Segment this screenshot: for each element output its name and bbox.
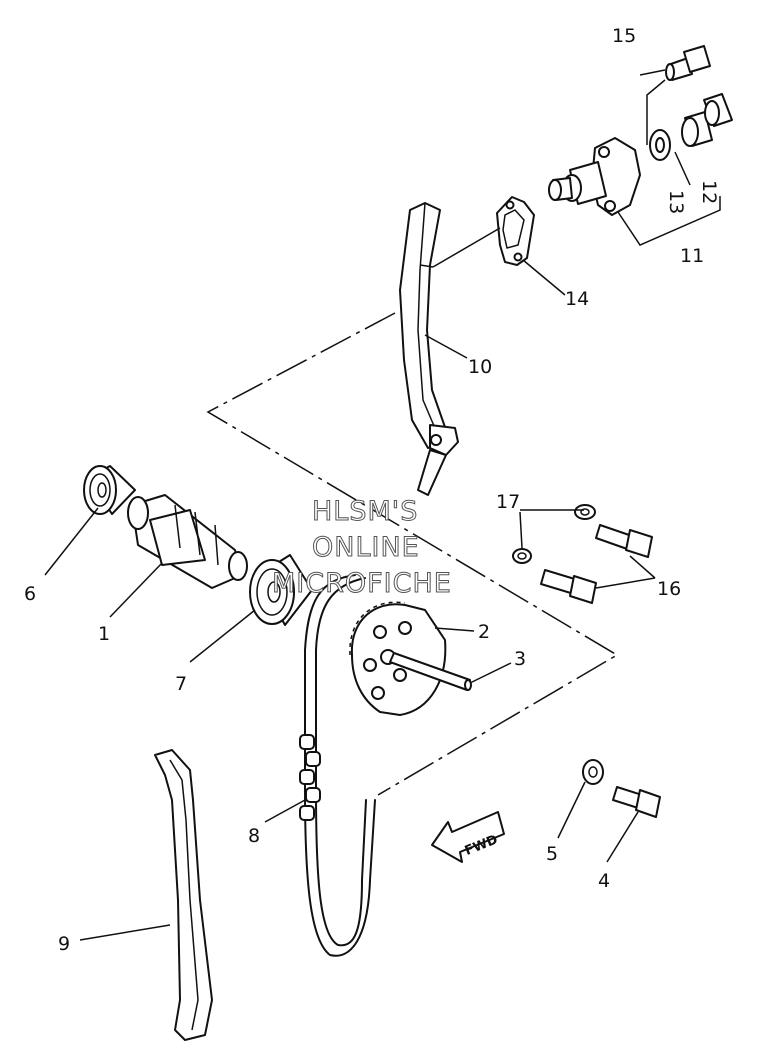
label-part-3: 3 xyxy=(514,648,526,670)
label-part-11: 11 xyxy=(680,245,704,267)
chain-guide-exhaust[interactable] xyxy=(154,749,213,1041)
tensioner-gasket[interactable] xyxy=(496,196,535,266)
tensioner-assembly[interactable] xyxy=(548,137,641,216)
leader-lines xyxy=(44,69,721,941)
watermark-line-2: ONLINE xyxy=(312,532,420,563)
part-labels: 15 12 13 11 14 10 17 16 2 3 6 1 7 8 5 4 … xyxy=(24,25,720,955)
forward-direction-arrow: FWD xyxy=(431,811,505,863)
label-part-16: 16 xyxy=(657,578,681,600)
tensioner-bolt[interactable] xyxy=(665,45,711,81)
tensioner-cap-bolt[interactable] xyxy=(681,93,733,147)
label-part-12: 12 xyxy=(698,180,720,204)
sprocket-washer[interactable] xyxy=(582,759,604,785)
watermark-line-3: MICROFICHE xyxy=(272,568,452,599)
reference-plane-line xyxy=(206,312,619,796)
label-part-8: 8 xyxy=(248,825,260,847)
label-part-14: 14 xyxy=(565,288,589,310)
label-part-5: 5 xyxy=(546,843,558,865)
sprocket-pin[interactable] xyxy=(389,652,472,691)
washers-17[interactable] xyxy=(512,504,596,564)
cam-chain[interactable] xyxy=(299,574,376,957)
sprocket-bolt[interactable] xyxy=(612,786,661,818)
camshaft-bearing-right[interactable] xyxy=(249,554,313,626)
chain-links xyxy=(299,734,321,821)
label-part-13: 13 xyxy=(665,190,687,214)
label-part-15: 15 xyxy=(612,25,636,47)
camshaft[interactable] xyxy=(127,494,248,589)
label-part-1: 1 xyxy=(98,623,110,645)
label-part-6: 6 xyxy=(24,583,36,605)
watermark-line-1: HLSM'S xyxy=(312,496,418,527)
camshaft-bearing-left[interactable] xyxy=(83,465,136,515)
label-part-10: 10 xyxy=(468,356,492,378)
label-part-7: 7 xyxy=(175,673,187,695)
tensioner-gasket-small[interactable] xyxy=(649,129,671,161)
chain-guide-intake[interactable] xyxy=(399,202,459,496)
bolts-16[interactable] xyxy=(540,524,653,604)
label-part-2: 2 xyxy=(478,621,490,643)
watermark: HLSM'S ONLINE MICROFICHE xyxy=(272,496,452,600)
label-part-4: 4 xyxy=(598,870,610,892)
label-part-9: 9 xyxy=(58,933,70,955)
label-part-17: 17 xyxy=(496,491,520,513)
